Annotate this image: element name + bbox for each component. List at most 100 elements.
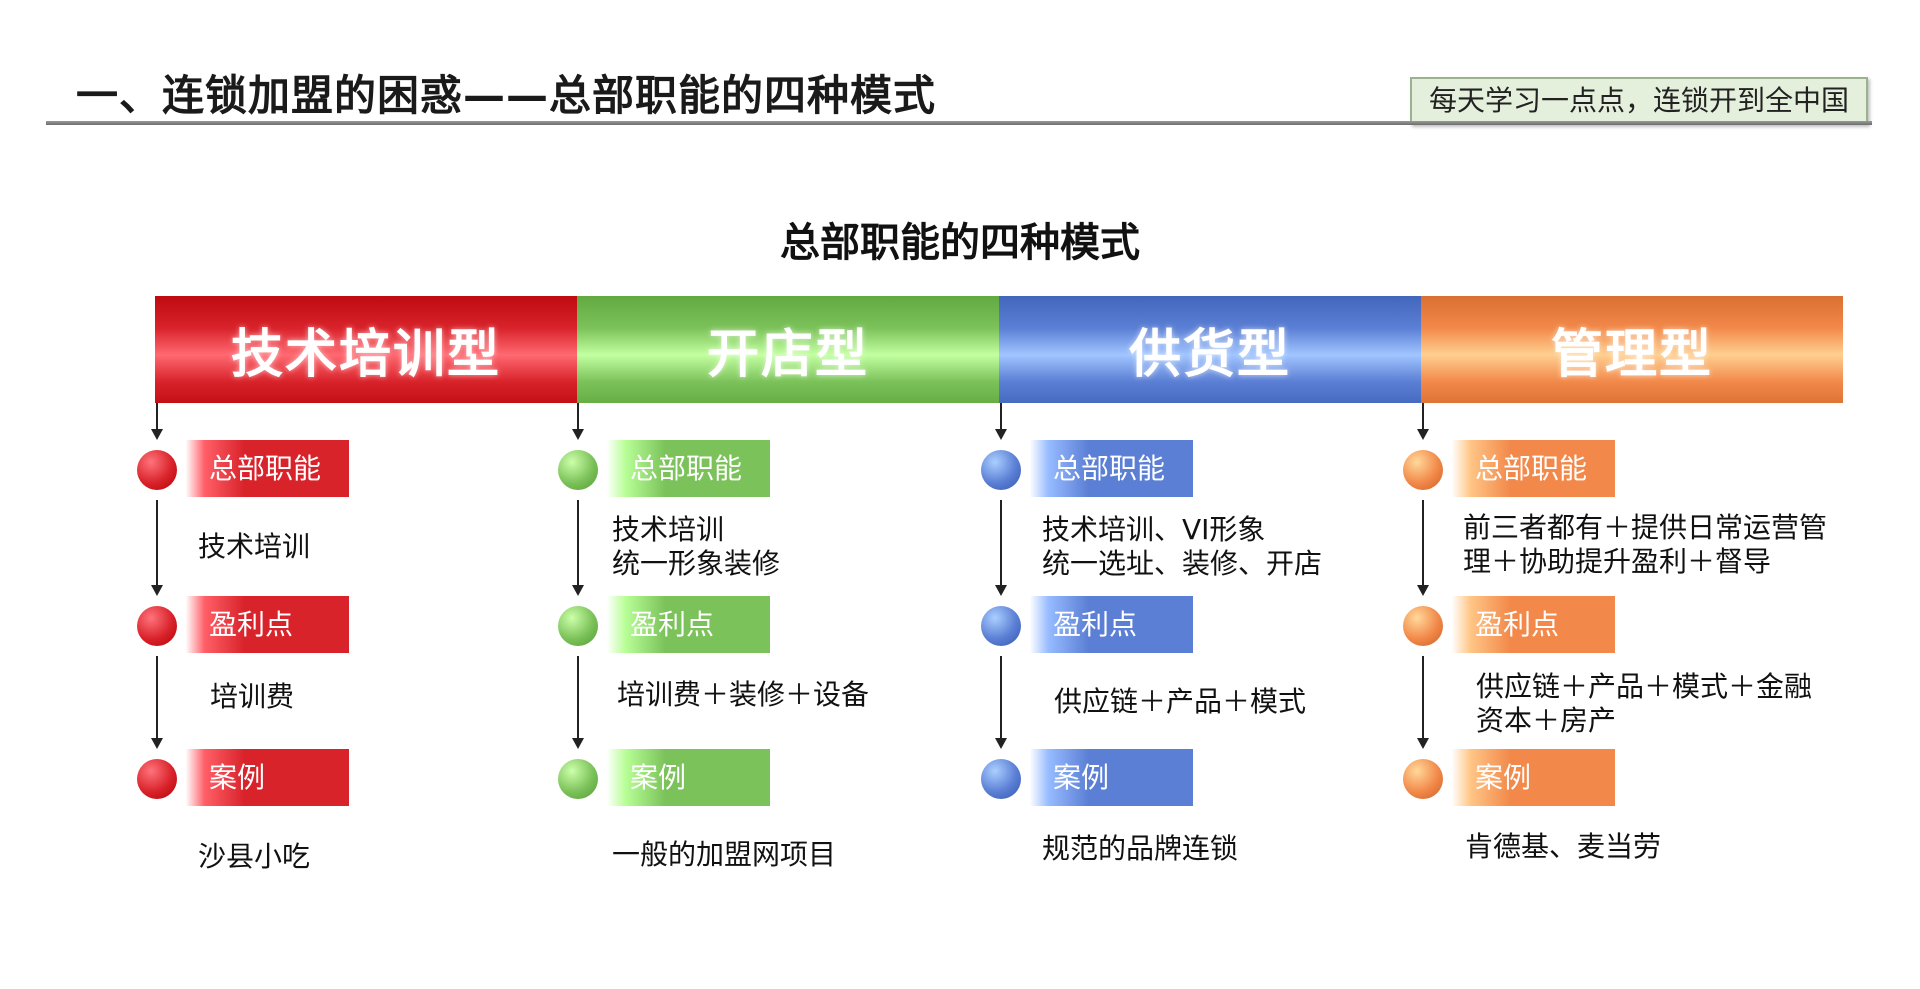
desc-function: 技术培训、VI形象统一选址、装修、开店 <box>1042 513 1322 581</box>
tag-function: 总部职能 <box>981 440 1193 497</box>
tag-label: 总部职能 <box>630 452 743 485</box>
tag-background <box>580 749 770 806</box>
header-tech-training: 技术培训型 <box>155 296 577 403</box>
desc-line: 沙县小吃 <box>198 840 311 873</box>
desc-profit: 培训费 <box>210 680 294 714</box>
tag-profit: 盈利点 <box>1403 596 1615 653</box>
desc-function: 技术培训统一形象装修 <box>612 513 780 581</box>
tag-label: 案例 <box>1053 761 1110 794</box>
tag-label: 总部职能 <box>209 452 322 485</box>
tag-label: 总部职能 <box>1475 452 1588 485</box>
header-label: 技术培训型 <box>230 325 501 385</box>
tag-function: 总部职能 <box>1403 440 1615 497</box>
arrow-down-icon <box>572 429 584 440</box>
bullet-circle-icon <box>981 606 1021 646</box>
arrow-down-icon <box>151 429 163 440</box>
desc-line: 理＋协助提升盈利＋督导 <box>1463 545 1772 578</box>
header-label: 管理型 <box>1550 325 1713 385</box>
desc-case: 规范的品牌连锁 <box>1042 832 1238 866</box>
tag-function: 总部职能 <box>558 440 770 497</box>
bullet-circle-icon <box>981 759 1021 799</box>
tag-background <box>1003 440 1193 497</box>
tag-label: 案例 <box>630 761 687 794</box>
tag-background <box>1425 596 1615 653</box>
desc-line: 一般的加盟网项目 <box>612 838 837 871</box>
header-store-opening: 开店型 <box>577 296 999 403</box>
connector-line <box>156 500 158 585</box>
connector-line <box>1422 500 1424 585</box>
tag-background <box>1003 596 1193 653</box>
desc-line: 统一形象装修 <box>612 547 781 580</box>
slide-title: 一、连锁加盟的困惑——总部职能的四种模式 <box>76 71 937 120</box>
arrow-down-icon <box>1417 429 1429 440</box>
desc-profit: 供应链＋产品＋模式＋金融资本＋房产 <box>1476 670 1812 738</box>
connector-line <box>1000 500 1002 585</box>
tag-label: 盈利点 <box>209 608 294 641</box>
connector-line <box>1000 656 1002 738</box>
bullet-circle-icon <box>1403 606 1443 646</box>
connector-line <box>156 403 158 429</box>
header-supply: 供货型 <box>999 296 1421 403</box>
header-label: 开店型 <box>706 325 869 385</box>
tag-label: 总部职能 <box>1053 452 1166 485</box>
desc-line: 技术培训 <box>612 513 725 546</box>
bullet-circle-icon <box>1403 450 1443 490</box>
desc-line: 技术培训、VI形象 <box>1042 513 1266 546</box>
desc-line: 资本＋房产 <box>1476 704 1617 737</box>
bullet-circle-icon <box>137 450 177 490</box>
tag-profit: 盈利点 <box>981 596 1193 653</box>
tag-profit: 盈利点 <box>137 596 349 653</box>
bullet-circle-icon <box>1403 759 1443 799</box>
tag-label: 盈利点 <box>1475 608 1560 641</box>
header-label: 供货型 <box>1128 325 1291 385</box>
tag-background <box>580 440 770 497</box>
bullet-circle-icon <box>558 606 598 646</box>
desc-function: 前三者都有＋提供日常运营管理＋协助提升盈利＋督导 <box>1463 511 1827 579</box>
tag-label: 盈利点 <box>1053 608 1138 641</box>
tag-profit: 盈利点 <box>558 596 770 653</box>
desc-line: 规范的品牌连锁 <box>1042 832 1239 865</box>
header-management: 管理型 <box>1421 296 1843 403</box>
tag-label: 盈利点 <box>630 608 715 641</box>
tag-background <box>1425 440 1615 497</box>
desc-case: 一般的加盟网项目 <box>612 838 836 872</box>
bullet-circle-icon <box>558 759 598 799</box>
desc-profit: 培训费＋装修＋设备 <box>617 678 869 712</box>
connector-line <box>577 656 579 738</box>
tag-label: 案例 <box>209 761 266 794</box>
bullet-circle-icon <box>137 759 177 799</box>
bullet-circle-icon <box>981 450 1021 490</box>
tag-background <box>159 749 349 806</box>
connector-line <box>577 500 579 585</box>
arrow-down-icon <box>1417 585 1429 596</box>
diagram-title: 总部职能的四种模式 <box>780 220 1140 266</box>
desc-function: 技术培训 <box>198 530 310 564</box>
arrow-down-icon <box>1417 738 1429 749</box>
desc-line: 供应链＋产品＋模式 <box>1054 685 1307 718</box>
arrow-down-icon <box>572 738 584 749</box>
slogan-box: 每天学习一点点，连锁开到全中国 <box>1410 77 1868 125</box>
desc-case: 沙县小吃 <box>198 840 310 874</box>
desc-line: 培训费＋装修＋设备 <box>617 678 870 711</box>
bullet-circle-icon <box>137 606 177 646</box>
connector-line <box>1422 656 1424 738</box>
arrow-down-icon <box>995 429 1007 440</box>
tag-background <box>580 596 770 653</box>
connector-line <box>577 403 579 429</box>
tag-background <box>1003 749 1193 806</box>
arrow-down-icon <box>572 585 584 596</box>
arrow-down-icon <box>151 738 163 749</box>
desc-line: 肯德基、麦当劳 <box>1465 830 1662 863</box>
desc-line: 供应链＋产品＋模式＋金融 <box>1476 670 1813 703</box>
arrow-down-icon <box>995 738 1007 749</box>
tag-case: 案例 <box>137 749 349 806</box>
connector-line <box>156 656 158 738</box>
title-rule <box>46 121 1872 125</box>
connector-line <box>1000 403 1002 429</box>
tag-background <box>159 440 349 497</box>
tag-background <box>159 596 349 653</box>
desc-line: 统一选址、装修、开店 <box>1042 547 1323 580</box>
desc-line: 前三者都有＋提供日常运营管 <box>1463 511 1828 544</box>
connector-line <box>1422 403 1424 429</box>
desc-profit: 供应链＋产品＋模式 <box>1054 685 1306 719</box>
